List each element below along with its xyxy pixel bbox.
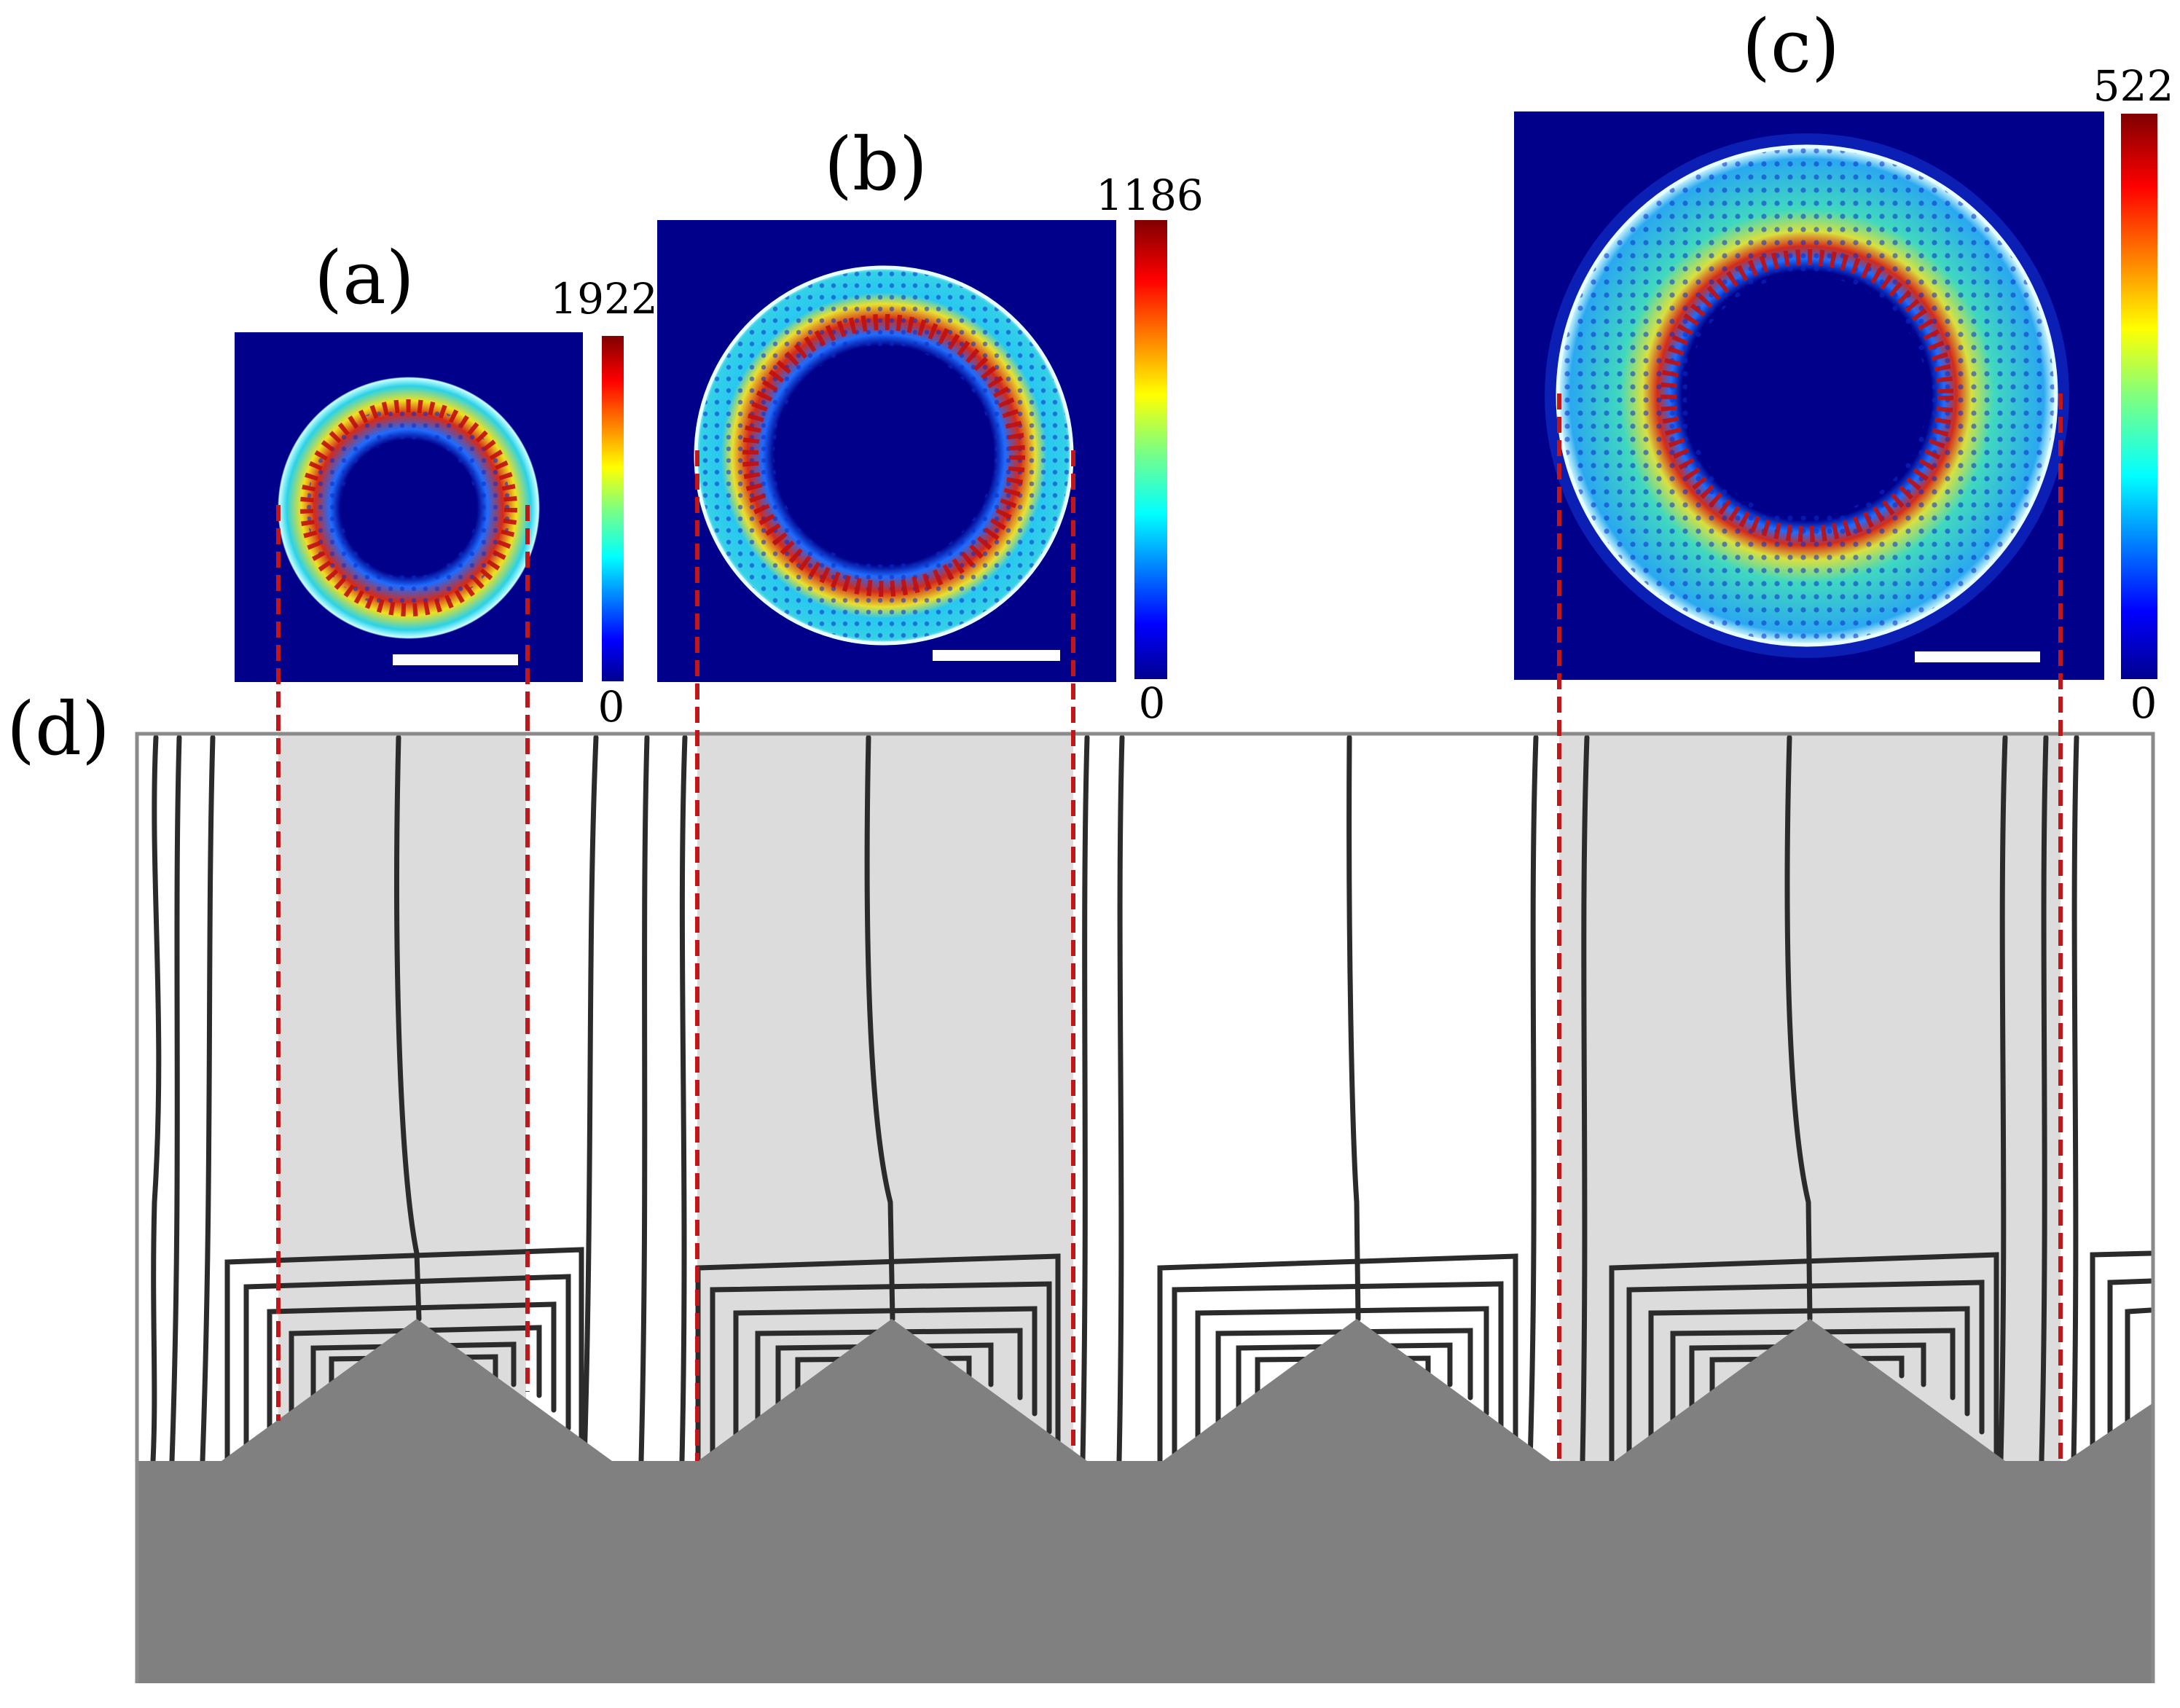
panel-a: (a) 1922 0 [235, 235, 658, 732]
panel-c-colorbar-max: 522 [2093, 61, 2174, 111]
panel-a-label: (a) [314, 235, 415, 321]
guide-lines [276, 393, 2063, 1461]
panel-b-label: (b) [824, 122, 928, 207]
panel-b-field-map [657, 220, 1116, 682]
streamline-c-right-1 [1998, 734, 2008, 1464]
streamline-left-3 [200, 734, 216, 1464]
streamline-b-center [864, 734, 895, 1322]
panel-c-colorbar [2121, 114, 2157, 679]
streamlines [150, 734, 2154, 1464]
panel-a-colorbar-max: 1922 [550, 274, 658, 324]
panel-c-field-map [1514, 111, 2104, 680]
panel-b-scale-bar [933, 650, 1060, 661]
panel-a-scale-bar [393, 654, 518, 665]
streamline-a-right-2 [638, 734, 650, 1464]
panel-a-colorbar [602, 336, 624, 681]
panel-c-colorbar-min: 0 [2130, 678, 2157, 728]
panel-c-label: (c) [1742, 4, 1840, 89]
streamline-c-right-3 [2071, 734, 2079, 1464]
domain-frame [135, 732, 2155, 1683]
sawtooth-substrate [136, 1319, 2154, 1683]
panel-b-colorbar-min: 0 [1139, 678, 1166, 728]
panel-a-field-map [235, 332, 583, 682]
streamline-b-right-2 [1116, 734, 1125, 1464]
streamline-a-center [394, 734, 422, 1322]
vortex-loops-right-edge [2090, 1250, 2154, 1464]
streamline-a-right-1 [581, 734, 599, 1464]
streamline-mid-center [1346, 734, 1361, 1322]
streamline-c-left-2 [1580, 734, 1590, 1464]
panel-b: (b) 1186 0 [657, 122, 1204, 728]
streamline-b-right-1 [1080, 734, 1090, 1464]
panel-d: (d) [7, 393, 2155, 1683]
panel-b-colorbar-max: 1186 [1096, 171, 1204, 220]
streamline-left-2 [169, 734, 182, 1464]
panel-d-label: (d) [7, 686, 110, 772]
panel-c: (c) 522 0 [1514, 4, 2173, 728]
streamline-left-1 [150, 734, 162, 1464]
streamline-b-left [679, 734, 688, 1464]
panel-c-scale-bar [1915, 651, 2040, 662]
streamline-c-right-2 [2039, 734, 2049, 1464]
panel-b-colorbar [1134, 220, 1167, 679]
streamline-c-center [1784, 734, 1813, 1322]
streamline-c-left-1 [1527, 734, 1539, 1464]
panel-a-colorbar-min: 0 [598, 682, 625, 732]
